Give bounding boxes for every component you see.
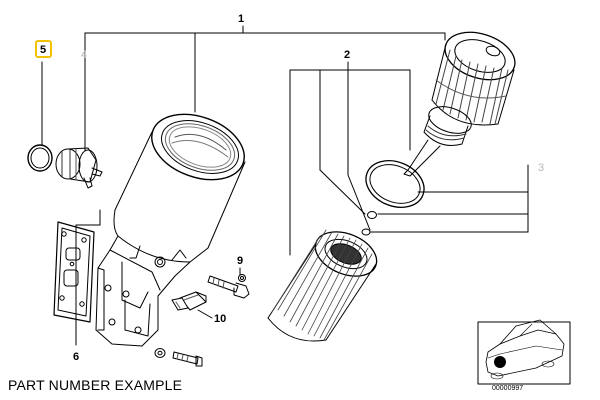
callout-10: 10 [214, 313, 226, 325]
part-1-filter-housing [95, 113, 246, 347]
part-3-seals [361, 160, 425, 236]
callout-5-highlight [35, 40, 52, 58]
part-6-gasket [53, 221, 95, 323]
part-4-thermostat [55, 147, 103, 189]
thumbnail-code: 00000997 [492, 385, 524, 392]
footer-label: PART NUMBER EXAMPLE [8, 377, 183, 393]
callout-2: 2 [344, 49, 350, 61]
part-1-filter-cap [403, 31, 516, 177]
callout-6: 6 [73, 351, 79, 363]
part-2-filter-element [267, 229, 378, 342]
vehicle-thumbnail [477, 319, 571, 385]
leader-lines [41, 25, 529, 346]
callout-9: 9 [237, 255, 243, 267]
callout-4: 4 [81, 49, 87, 61]
location-marker-icon [494, 356, 506, 368]
part-10-sensor [171, 291, 207, 311]
part-5-o-ring [27, 144, 53, 172]
callout-3: 3 [538, 162, 544, 174]
callout-1: 1 [238, 13, 244, 25]
washer-and-bolt [154, 348, 203, 367]
callout-numbers: 1 2 3 4 5 6 9 10 [40, 13, 544, 363]
part-9-bolt [207, 274, 250, 299]
callout-5: 5 [40, 44, 46, 56]
